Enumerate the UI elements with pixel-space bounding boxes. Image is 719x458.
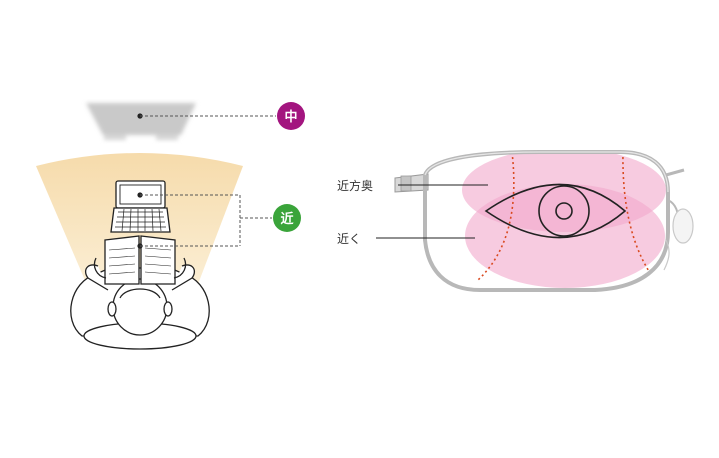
- laptop-icon: [110, 180, 171, 233]
- near-zone-label: 近く: [337, 232, 361, 246]
- near-bracket: [239, 195, 272, 246]
- nose-pad: [672, 208, 694, 244]
- middle-distance-badge: 中: [277, 102, 305, 130]
- book-icon: [93, 235, 187, 285]
- near-distance-badge: 近: [273, 204, 301, 232]
- near-badge-label: 近: [280, 211, 293, 227]
- monitor-icon: [86, 103, 196, 140]
- far-near-zone-label: 近方奥: [337, 178, 373, 193]
- eyeglass-lens: [376, 150, 694, 292]
- person-icon: [70, 264, 210, 350]
- middle-badge-label: 中: [284, 109, 297, 125]
- reading-scene: [36, 103, 276, 350]
- eye-icon: [484, 183, 627, 239]
- nose-bridge: [665, 168, 685, 177]
